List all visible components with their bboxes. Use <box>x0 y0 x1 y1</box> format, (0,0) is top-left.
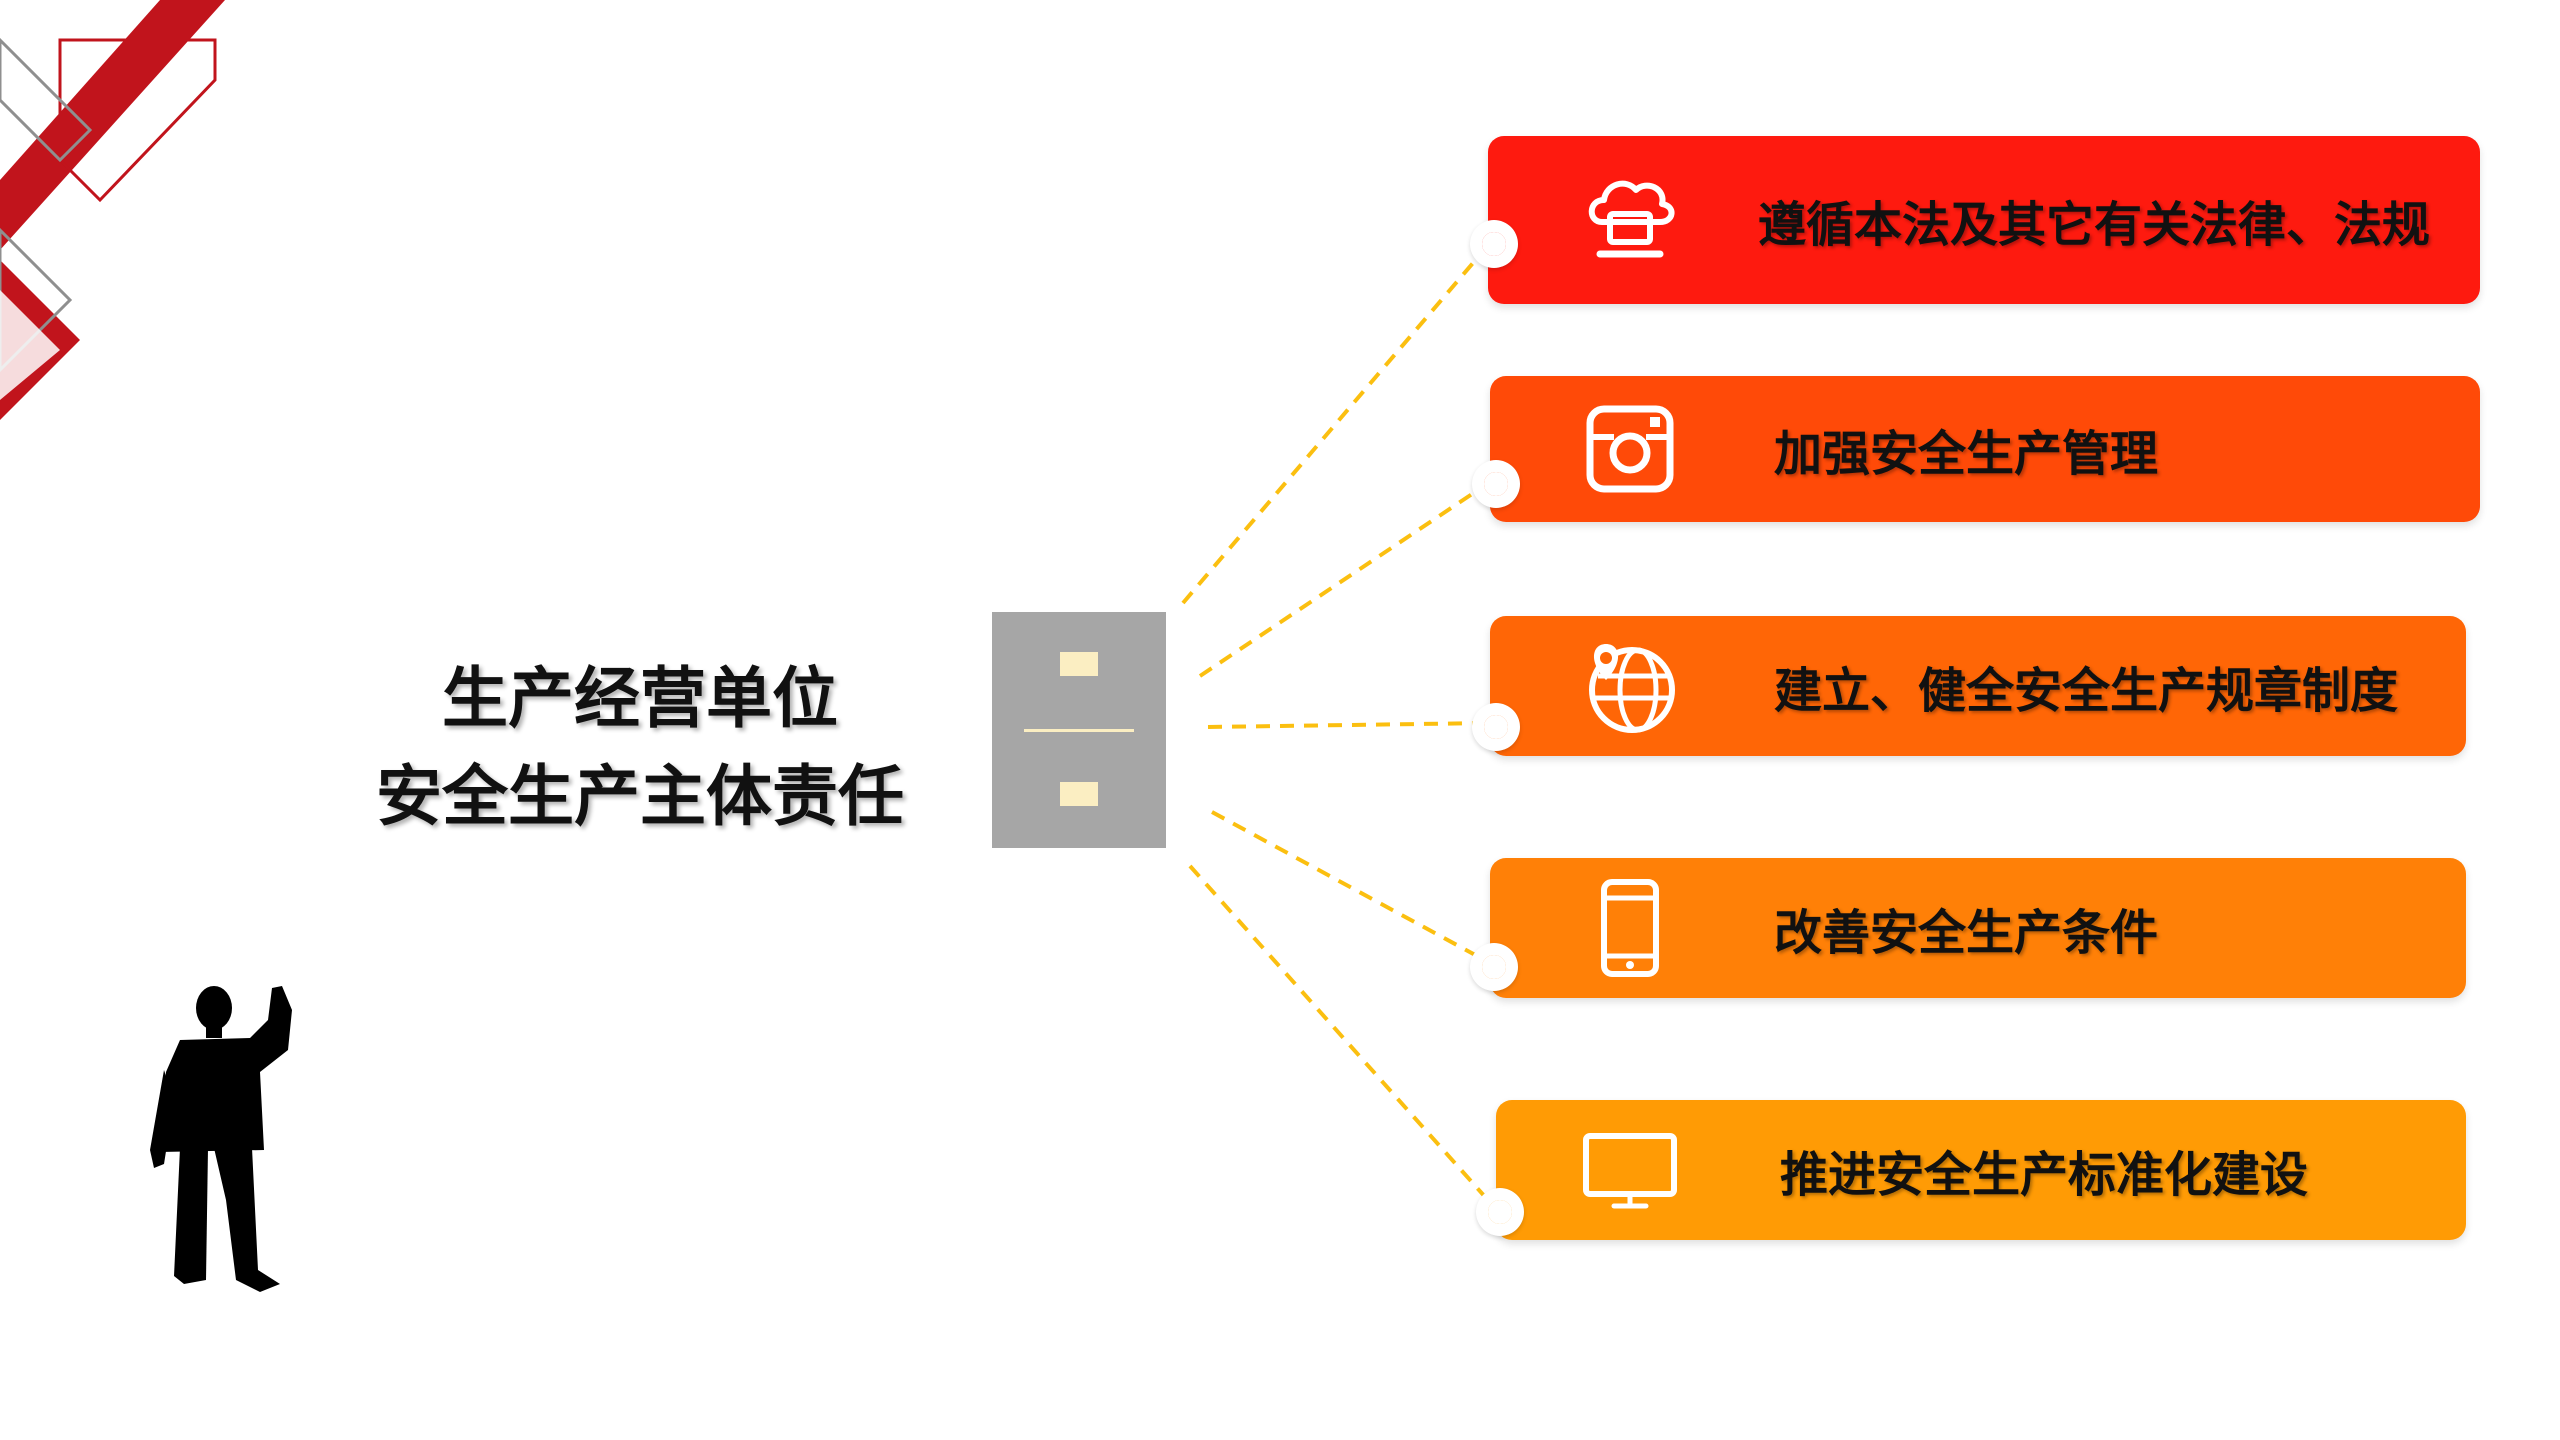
cabinet-divider <box>1024 729 1134 732</box>
connector-dot-3 <box>1472 703 1520 751</box>
camera-icon <box>1586 405 1674 493</box>
connector-dot-2 <box>1472 460 1520 508</box>
connector-line-3 <box>1207 721 1491 729</box>
cloud-laptop-icon <box>1588 180 1675 258</box>
connector-line-2 <box>1198 480 1492 678</box>
center-title-line-2: 安全生产主体责任 <box>376 758 904 835</box>
center-title-line-1: 生产经营单位 <box>442 660 838 737</box>
responsibility-item-4: 改善安全生产条件 <box>1490 858 2466 998</box>
cabinet-handle-top <box>1060 652 1098 676</box>
monitor-icon <box>1583 1133 1677 1209</box>
item-label-4: 改善安全生产条件 <box>1774 905 2159 961</box>
man-silhouette-icon <box>150 986 292 1292</box>
item-label-3: 建立、健全安全生产规章制度 <box>1774 663 2399 719</box>
corner-decoration <box>0 0 225 420</box>
cabinet-handle-bottom <box>1060 782 1098 806</box>
center-title: 生产经营单位 安全生产主体责任 <box>300 650 980 846</box>
globe-pin-icon <box>1589 644 1675 733</box>
connector-dot-4 <box>1470 943 1518 991</box>
connector-dot-1 <box>1470 220 1518 268</box>
connector-dot-5 <box>1476 1188 1524 1236</box>
connector-line-4 <box>1211 810 1491 965</box>
responsibility-item-2: 加强安全生产管理 <box>1490 376 2480 522</box>
item-label-1: 遵循本法及其它有关法律、法规 <box>1758 197 2431 253</box>
connector-line-5 <box>1188 864 1497 1210</box>
filing-cabinet-icon <box>992 612 1166 848</box>
smartphone-icon <box>1601 879 1659 977</box>
responsibility-item-5: 推进安全生产标准化建设 <box>1496 1100 2466 1240</box>
item-label-2: 加强安全生产管理 <box>1774 426 2159 482</box>
item-label-5: 推进安全生产标准化建设 <box>1780 1147 2309 1203</box>
connector-line-1 <box>1181 241 1492 605</box>
responsibility-item-1: 遵循本法及其它有关法律、法规 <box>1488 136 2480 304</box>
responsibility-item-3: 建立、健全安全生产规章制度 <box>1490 616 2466 756</box>
